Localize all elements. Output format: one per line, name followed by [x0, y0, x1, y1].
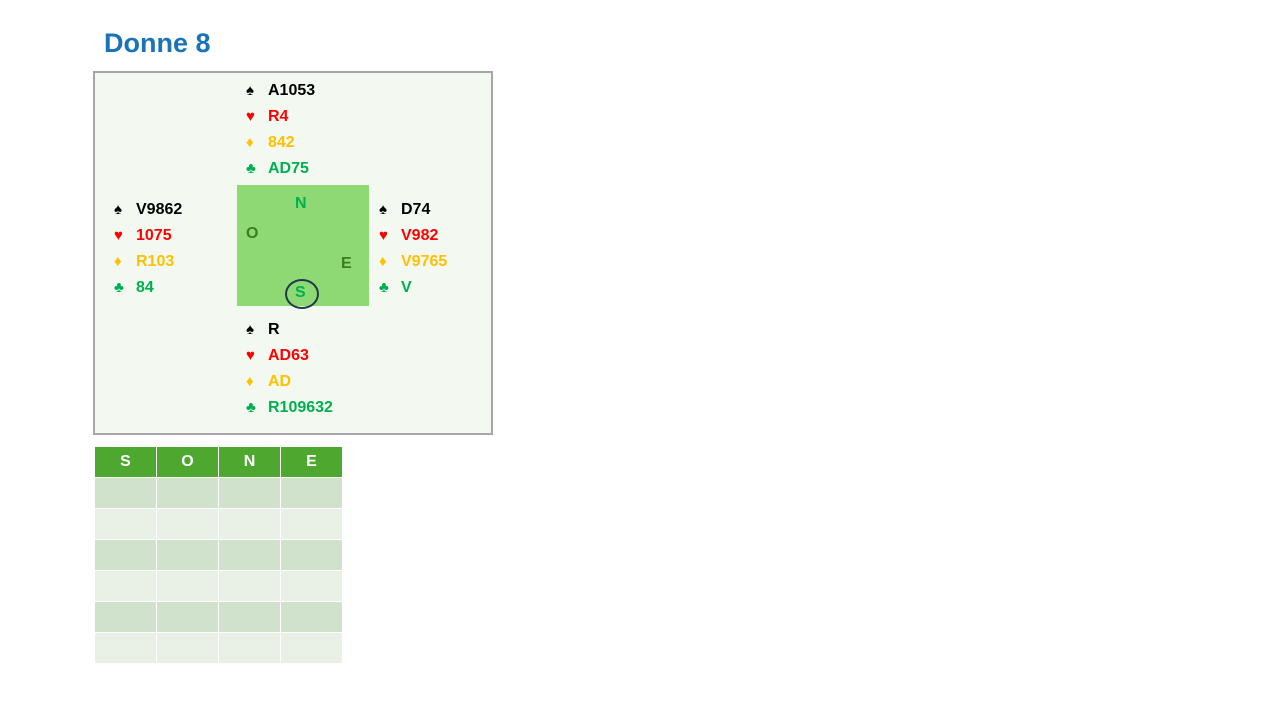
east-hearts-cards: V982 — [401, 227, 439, 244]
bidding-cell — [94, 539, 157, 571]
north-diamonds-cards: 842 — [268, 134, 295, 151]
compass-north: N — [295, 195, 307, 212]
bidding-cell — [218, 539, 281, 571]
south-hearts: ♥ AD63 — [246, 343, 333, 369]
compass-box: N O E S — [237, 185, 369, 309]
west-diamonds: ♦ R103 — [114, 249, 182, 275]
south-spades-cards: R — [268, 321, 280, 338]
bidding-row — [94, 477, 343, 509]
bidding-cell — [218, 477, 281, 509]
bidding-cell — [156, 508, 219, 540]
heart-icon: ♥ — [246, 108, 255, 125]
compass-east: E — [341, 255, 352, 272]
bidding-row — [94, 601, 343, 633]
west-hearts-cards: 1075 — [136, 227, 172, 244]
bidding-header-west: O — [156, 446, 219, 478]
west-diamonds-cards: R103 — [136, 253, 175, 270]
east-clubs: ♣ V — [379, 275, 447, 301]
north-hearts-cards: R4 — [268, 108, 289, 125]
east-clubs-cards: V — [401, 279, 412, 296]
heart-icon: ♥ — [379, 227, 388, 244]
bidding-cell — [94, 632, 157, 664]
north-diamonds: ♦ 842 — [246, 130, 315, 156]
bidding-cell — [94, 570, 157, 602]
bidding-cell — [156, 570, 219, 602]
bidding-cell — [156, 632, 219, 664]
spade-icon: ♠ — [246, 321, 254, 338]
compass-west: O — [246, 225, 259, 242]
bidding-cell — [156, 601, 219, 633]
bidding-table: S O N E — [94, 446, 343, 664]
bidding-header-east: E — [280, 446, 343, 478]
south-clubs-cards: R109632 — [268, 399, 333, 416]
heart-icon: ♥ — [246, 347, 255, 364]
diamond-icon: ♦ — [246, 134, 254, 151]
deal-title: Donne 8 — [104, 28, 211, 58]
bidding-cell — [280, 508, 343, 540]
west-hearts: ♥ 1075 — [114, 223, 182, 249]
south-hearts-cards: AD63 — [268, 347, 309, 364]
north-clubs: ♣ AD75 — [246, 156, 315, 182]
bidding-row — [94, 539, 343, 571]
north-spades: ♠ A1053 — [246, 78, 315, 104]
bidding-cell — [218, 601, 281, 633]
south-clubs: ♣ R109632 — [246, 395, 333, 421]
diamond-icon: ♦ — [246, 373, 254, 390]
east-diamonds: ♦ V9765 — [379, 249, 447, 275]
club-icon: ♣ — [246, 399, 256, 416]
west-spades-cards: V9862 — [136, 201, 183, 218]
dealer-circle-icon — [285, 279, 319, 309]
bidding-header-row: S O N E — [94, 446, 343, 478]
east-spades-cards: D74 — [401, 201, 431, 218]
south-diamonds: ♦ AD — [246, 369, 333, 395]
spade-icon: ♠ — [114, 201, 122, 218]
club-icon: ♣ — [114, 279, 124, 296]
east-hearts: ♥ V982 — [379, 223, 447, 249]
west-clubs: ♣ 84 — [114, 275, 182, 301]
bidding-cell — [280, 539, 343, 571]
deal-diagram: ♠ A1053 ♥ R4 ♦ 842 ♣ AD75 ♠ V9862 ♥ 1075… — [93, 71, 493, 435]
south-diamonds-cards: AD — [268, 373, 292, 390]
west-spades: ♠ V9862 — [114, 197, 182, 223]
north-clubs-cards: AD75 — [268, 160, 309, 177]
club-icon: ♣ — [379, 279, 389, 296]
heart-icon: ♥ — [114, 227, 123, 244]
bidding-header-south: S — [94, 446, 157, 478]
diamond-icon: ♦ — [114, 253, 122, 270]
east-hand: ♠ D74 ♥ V982 ♦ V9765 ♣ V — [379, 197, 447, 301]
south-spades: ♠ R — [246, 317, 333, 343]
west-clubs-cards: 84 — [136, 279, 154, 296]
south-hand: ♠ R ♥ AD63 ♦ AD ♣ R109632 — [246, 317, 333, 421]
west-hand: ♠ V9862 ♥ 1075 ♦ R103 ♣ 84 — [114, 197, 182, 301]
bidding-cell — [156, 477, 219, 509]
bidding-cell — [156, 539, 219, 571]
spade-icon: ♠ — [246, 82, 254, 99]
bidding-cell — [280, 601, 343, 633]
bidding-cell — [218, 570, 281, 602]
spade-icon: ♠ — [379, 201, 387, 218]
north-spades-cards: A1053 — [268, 82, 316, 99]
bidding-row — [94, 570, 343, 602]
club-icon: ♣ — [246, 160, 256, 177]
bidding-row — [94, 632, 343, 664]
bidding-cell — [280, 570, 343, 602]
bidding-cell — [218, 632, 281, 664]
bidding-cell — [94, 508, 157, 540]
bidding-row — [94, 508, 343, 540]
east-diamonds-cards: V9765 — [401, 253, 448, 270]
north-hand: ♠ A1053 ♥ R4 ♦ 842 ♣ AD75 — [246, 78, 315, 182]
bidding-cell — [94, 601, 157, 633]
bidding-cell — [280, 477, 343, 509]
diamond-icon: ♦ — [379, 253, 387, 270]
north-hearts: ♥ R4 — [246, 104, 315, 130]
bidding-cell — [218, 508, 281, 540]
bidding-header-north: N — [218, 446, 281, 478]
bidding-cell — [94, 477, 157, 509]
east-spades: ♠ D74 — [379, 197, 447, 223]
bidding-cell — [280, 632, 343, 664]
